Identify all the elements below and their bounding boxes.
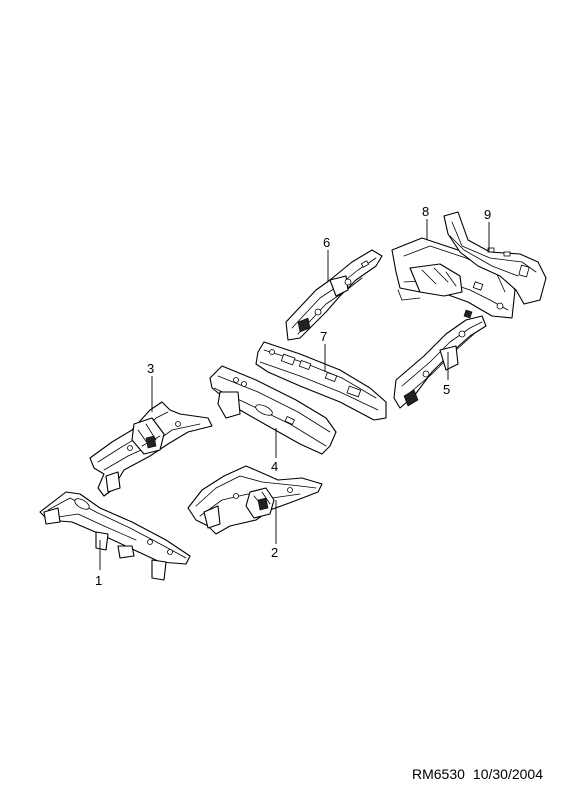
callout-1: 1: [95, 573, 102, 588]
part-2-right-front-side-member: [187, 465, 323, 535]
part-9-rear-cross-member: [443, 211, 547, 305]
callout-5: 5: [443, 382, 450, 397]
part-5-right-rear-side-member: [393, 315, 487, 409]
part-6-left-rear-side-member: [285, 249, 383, 341]
diagram-footer: RM6530 10/30/2004: [412, 766, 543, 782]
part-3-left-front-side-member: [89, 401, 213, 497]
leader-lines: [99, 219, 490, 570]
part-7-rear-floor-cross-member: [255, 341, 387, 421]
callout-2: 2: [271, 545, 278, 560]
callout-9: 9: [484, 207, 491, 222]
reference-code: RM6530: [412, 766, 465, 782]
revision-date: 10/30/2004: [472, 766, 543, 782]
callout-numbers: 8 9 6 7 5 3 4 2 1: [95, 204, 491, 588]
callout-4: 4: [271, 459, 278, 474]
callout-7: 7: [320, 329, 327, 344]
part-4-front-floor-cross-member: [209, 365, 337, 455]
callout-3: 3: [147, 361, 154, 376]
callout-8: 8: [422, 204, 429, 219]
callout-6: 6: [323, 235, 330, 250]
part-1-front-cross-member: [39, 491, 191, 581]
part-8-rear-floor-panel: [391, 237, 516, 319]
